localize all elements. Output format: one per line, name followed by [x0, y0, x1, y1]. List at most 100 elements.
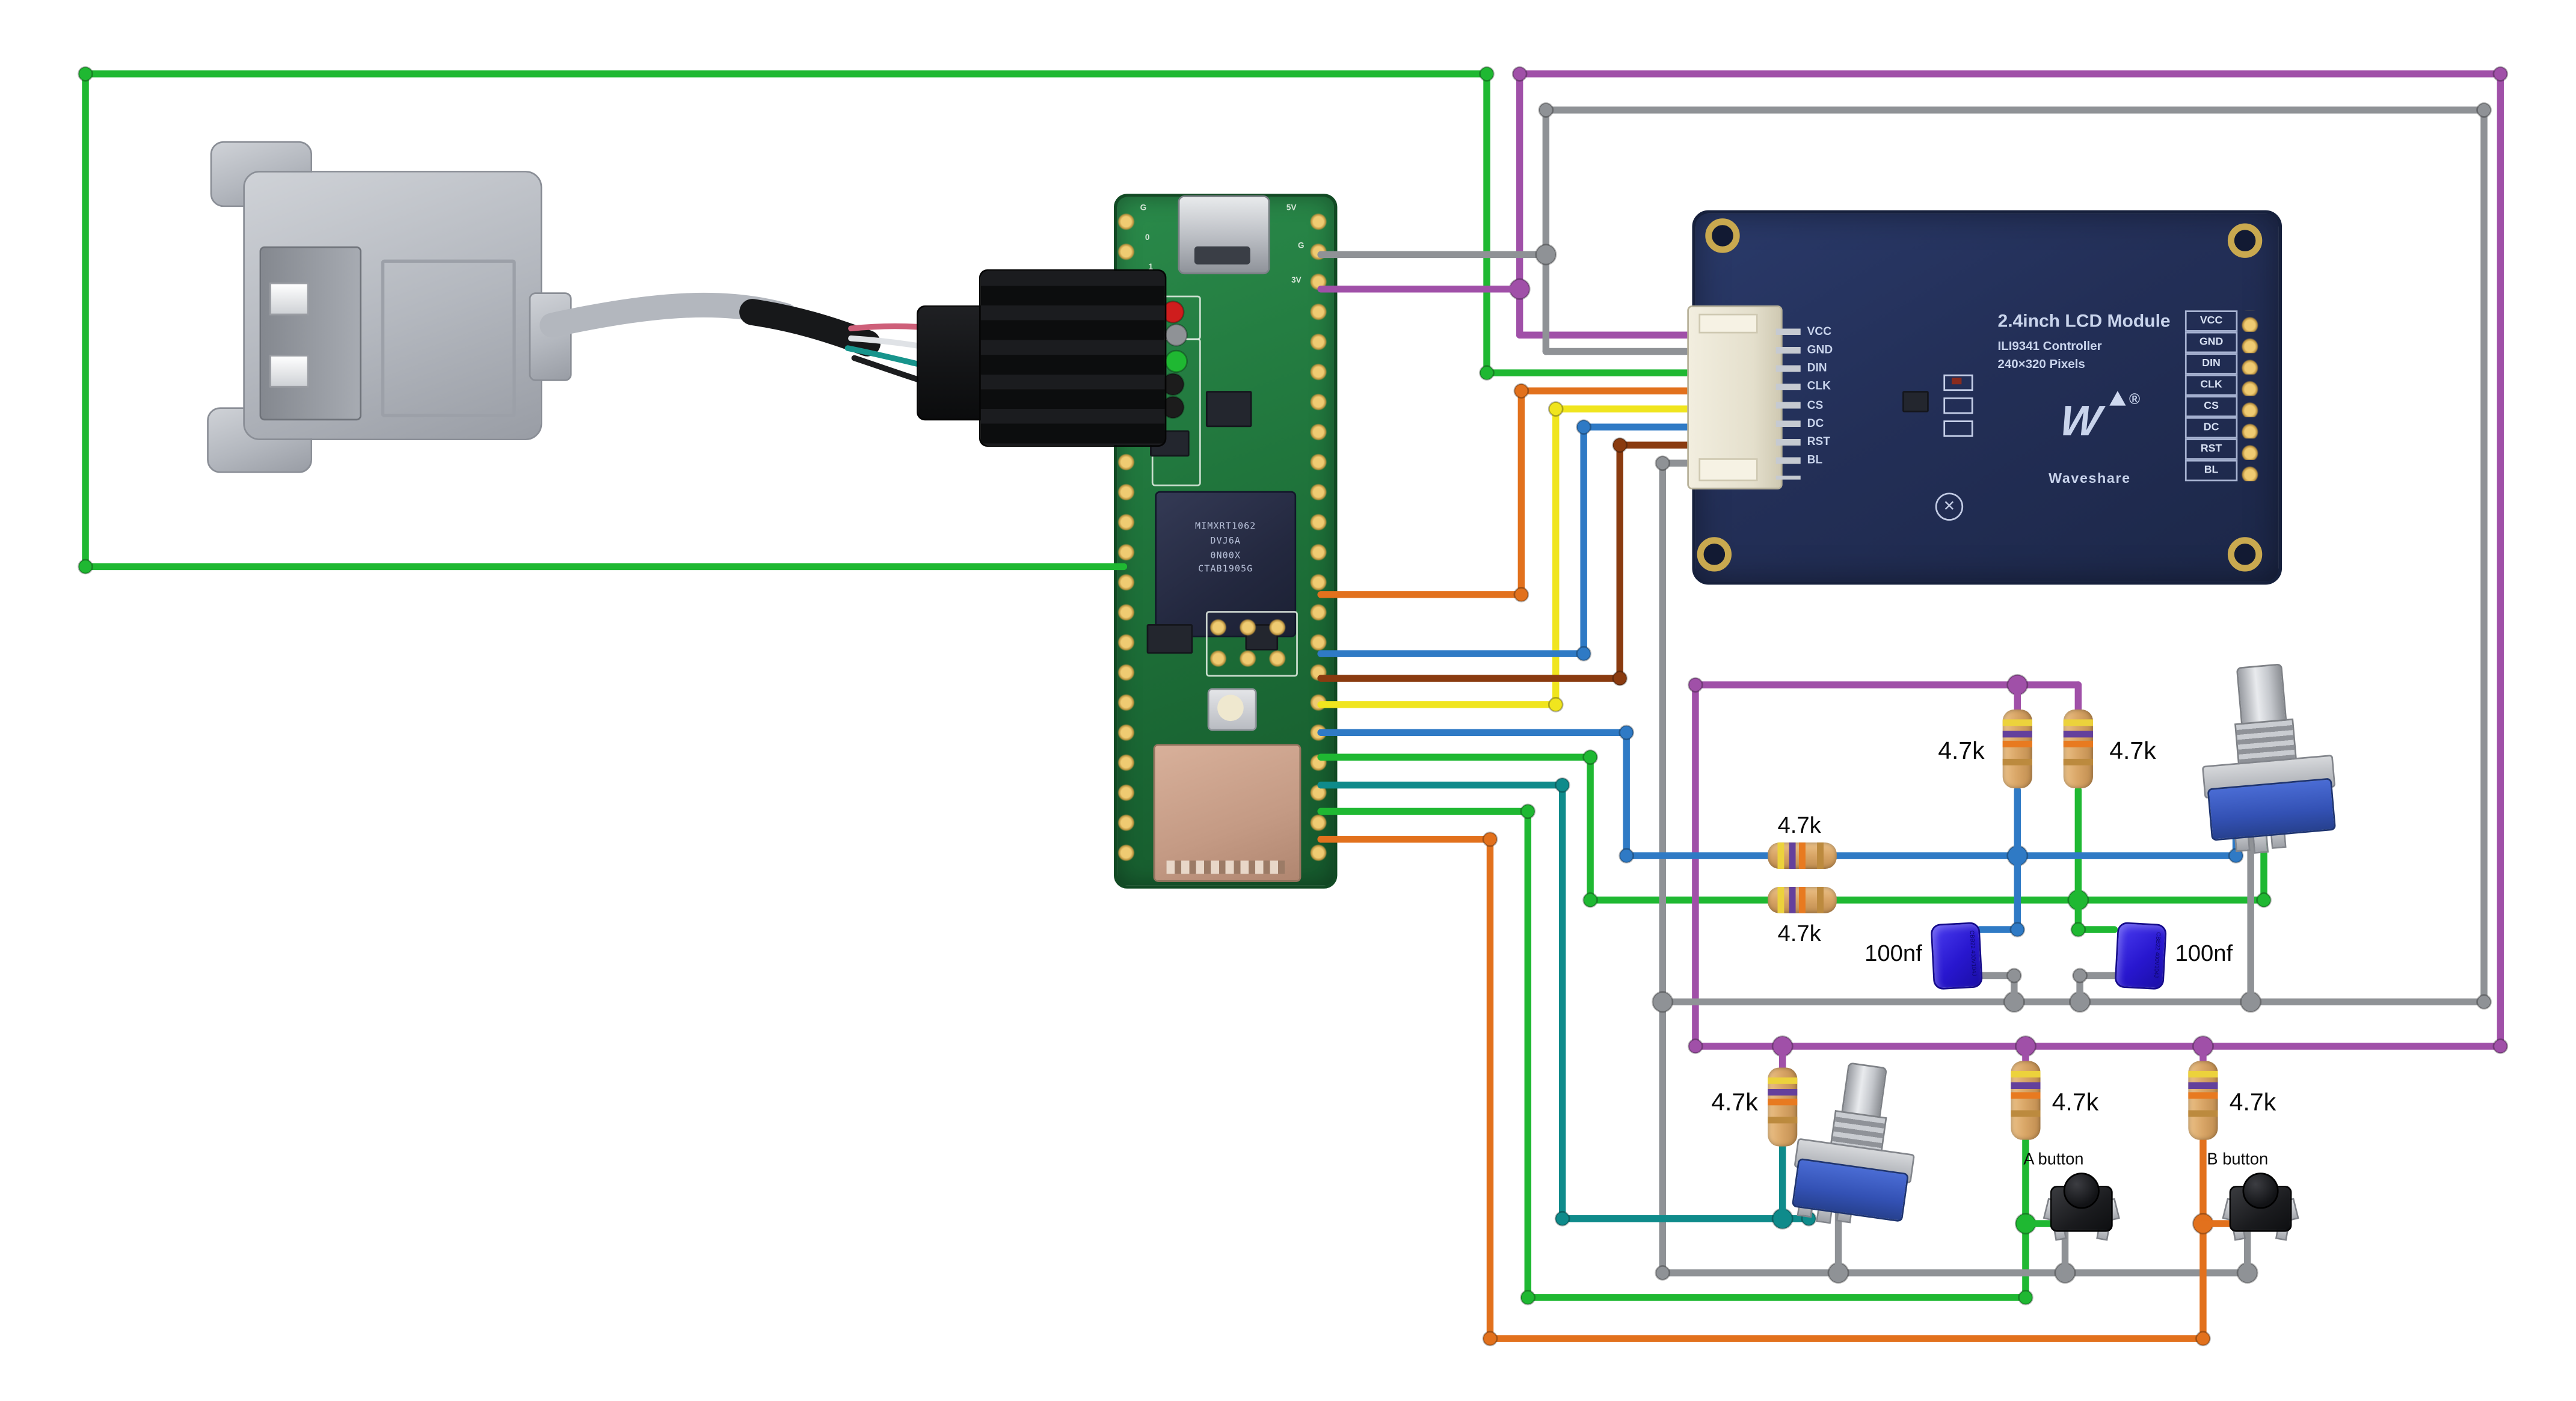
wire-bendpoint [1548, 696, 1564, 713]
wire-bendpoint [1554, 777, 1570, 793]
teensy-pin-label-0: 0 [1145, 233, 1150, 244]
teensy-pin-label-3v: 3V [1291, 275, 1302, 286]
wire-bendpoint [1554, 1210, 1570, 1227]
wire-bl-gnd [1659, 459, 2258, 1277]
lcd-pinbox-gnd: GND [2184, 331, 2238, 354]
resistor-inline-green [1768, 887, 1837, 913]
lcd-header-label-cs: CS [1807, 400, 1824, 412]
label-r1: 4.7k [1938, 737, 1985, 765]
lcd-header-label-dc: DC [1807, 418, 1824, 431]
lcd-header-label-bl: BL [1807, 455, 1823, 467]
wire-bendpoint [1618, 725, 1635, 741]
resistor-encoder1-b [2063, 710, 2093, 789]
teensy-usb-slot [1194, 246, 1250, 265]
chip-line-1: MIMXRT1062 [1194, 522, 1256, 533]
wire-bendpoint [1164, 349, 1188, 373]
lcd-pinbox-rst: RST [2184, 438, 2238, 460]
lcd-controller: ILI9341 Controller [1997, 338, 2102, 354]
lcd-pinbox-cs: CS [2184, 396, 2238, 417]
wire-bendpoint [1479, 365, 1495, 381]
wire-bendpoint [1513, 586, 1529, 602]
label-c2: 100nf [2175, 939, 2233, 966]
wire-bendpoint [1538, 102, 1554, 118]
lcd-pixels: 240×320 Pixels [1997, 356, 2085, 372]
capacitor-100nf-2: CBB22 400V104J [2114, 922, 2167, 990]
registered-mark-icon: ® [2129, 391, 2141, 408]
wire-bendpoint [2492, 1038, 2509, 1054]
wire-bendpoint [2009, 922, 2026, 937]
label-r2: 4.7k [2109, 737, 2156, 765]
label-c1: 100nf [1864, 939, 1922, 966]
lcd-pads-right [2239, 310, 2259, 482]
a-button [2043, 1173, 2120, 1245]
lcd-pinbox-vcc: VCC [2184, 310, 2238, 332]
teensy-pin-label-5v: 5V [1286, 203, 1297, 214]
wire-bendpoint [1520, 803, 1536, 820]
lcd-jst-pins [1775, 328, 1801, 480]
wire-bendpoint [1688, 677, 1703, 693]
wire-clk [1317, 387, 1694, 598]
lcd-pinbox-clk: CLK [2184, 374, 2238, 396]
wire-bendpoint [1520, 1290, 1536, 1305]
teensy-pin-label-1: 1 [1148, 263, 1153, 273]
lcd-smd-pads-1 [1943, 374, 1973, 391]
rotary-encoder-1 [2187, 660, 2344, 859]
wire-bendpoint [1511, 66, 1528, 82]
wire-bendpoint [1164, 323, 1188, 347]
wire-bendpoint [2476, 994, 2492, 1010]
capacitor-100nf-1: CBB22 400V104J [1930, 922, 1983, 990]
chip-line-2: DVJ6A [1210, 536, 1241, 547]
wire-dc [1317, 423, 1694, 657]
chip-line-3: 0N00X [1210, 551, 1241, 562]
wire-bendpoint [1582, 749, 1598, 765]
b-button [2222, 1173, 2299, 1245]
wire-bendpoint [1513, 383, 1529, 399]
capacitor-marking: CBB22 400V104J [1968, 930, 1978, 976]
wire-bendpoint [2476, 102, 2492, 118]
capacitor-marking: CBB22 400V104J [2153, 931, 2162, 978]
lcd-pinbox-dc: DC [2184, 417, 2238, 439]
label-r7: 4.7k [2229, 1088, 2276, 1117]
usb-contact-1 [269, 282, 309, 316]
wire-bendpoint [1612, 437, 1628, 453]
label-r4: 4.7k [1777, 919, 1821, 946]
wire-bendpoint [1548, 401, 1564, 417]
wire-bendpoint [1482, 1331, 1498, 1347]
resistor-inline-blue [1768, 842, 1837, 869]
waveshare-logo-arrow [2109, 391, 2126, 406]
wire-bendpoint [1576, 419, 1592, 435]
lcd-header-label-vcc: VCC [1807, 326, 1832, 339]
wire-bendpoint [1482, 831, 1498, 847]
label-r3: 4.7k [1777, 811, 1821, 838]
usb-contact-2 [269, 355, 309, 388]
lcd-hole-tr [2227, 223, 2263, 258]
wire-bendpoint [1576, 646, 1592, 661]
wire-bendpoint [78, 559, 93, 575]
lcd-hole-br [2227, 537, 2263, 572]
wire-bendpoint [1582, 892, 1598, 908]
lcd-title: 2.4inch LCD Module [1997, 311, 2171, 332]
lcd-smd-pads-2 [1943, 397, 1973, 414]
label-a-button: A button [2023, 1151, 2084, 1170]
wire-din-loop [82, 70, 1694, 571]
wire-bendpoint [1652, 991, 1674, 1013]
lcd-header-label-clk: CLK [1807, 381, 1831, 393]
wire-bendpoint [2072, 967, 2088, 984]
lcd-hole-tl [1705, 218, 1740, 253]
wire-bendpoint [1612, 670, 1628, 686]
label-r6: 4.7k [2052, 1088, 2099, 1117]
lcd-transistor [1902, 391, 1929, 412]
chip-line-4: CTAB1905G [1198, 565, 1253, 576]
lcd-pinbox-din: DIN [2184, 353, 2238, 375]
lcd-header-label-rst: RST [1807, 437, 1830, 449]
wire-abutton-green [1317, 808, 2029, 1301]
wire-bendpoint [1655, 455, 1671, 471]
rotary-encoder-2 [1783, 1056, 1933, 1237]
wire-bendpoint [78, 66, 93, 82]
teensy-sd-slot [1153, 744, 1302, 882]
teensy-ic-small-1 [1205, 391, 1252, 428]
teensy-pin-label-gl: G [1140, 203, 1147, 214]
lcd-jst-connector [1687, 305, 1783, 489]
teensy-bottom-pads [1205, 611, 1298, 677]
